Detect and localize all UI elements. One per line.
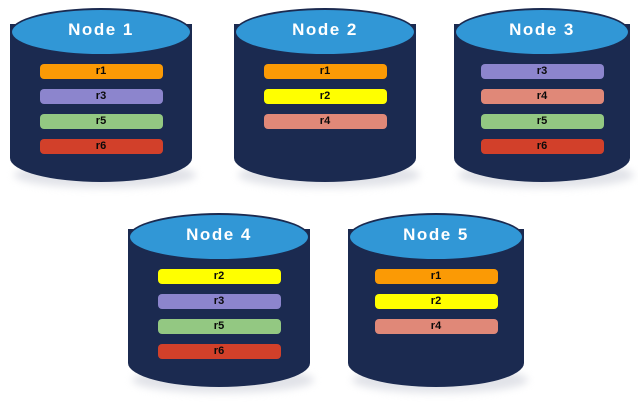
replica-bar[interactable]: r6 (39, 139, 163, 154)
cylinder-top-ellipse (234, 8, 416, 56)
replica-bar[interactable]: r2 (263, 89, 387, 104)
replica-bar[interactable]: r4 (480, 89, 604, 104)
database-node[interactable]: Node 5 r1 r2 r4 (348, 213, 528, 393)
replica-bar[interactable]: r3 (157, 294, 281, 309)
replica-bar[interactable]: r5 (480, 114, 604, 129)
database-node[interactable]: Node 3 r3 r4 r5 r6 (454, 8, 634, 188)
node-title: Node 1 (68, 20, 134, 39)
database-node[interactable]: Node 4 r2 r3 r5 r6 (128, 213, 314, 393)
cylinder-top-ellipse (10, 8, 192, 56)
replica-bar[interactable]: r3 (480, 64, 604, 79)
node-title: Node 5 (403, 225, 469, 244)
replica-bar[interactable]: r6 (480, 139, 604, 154)
cylinder-top-ellipse (454, 8, 630, 56)
cylinder-top-ellipse (348, 213, 524, 261)
replica-list: r1 r3 r5 r6 (10, 64, 192, 164)
replica-bar[interactable]: r5 (39, 114, 163, 129)
node-title: Node 3 (509, 20, 575, 39)
replica-bar[interactable]: r2 (374, 294, 498, 309)
database-node[interactable]: Node 1 r1 r3 r5 r6 (10, 8, 196, 188)
replica-list: r2 r3 r5 r6 (128, 269, 310, 369)
replica-bar[interactable]: r6 (157, 344, 281, 359)
replica-list: r3 r4 r5 r6 (454, 64, 630, 164)
replica-list: r1 r2 r4 (348, 269, 524, 344)
replica-bar[interactable]: r5 (157, 319, 281, 334)
replica-bar[interactable]: r4 (374, 319, 498, 334)
replica-list: r1 r2 r4 (234, 64, 416, 139)
replica-bar[interactable]: r1 (263, 64, 387, 79)
replica-bar[interactable]: r2 (157, 269, 281, 284)
replica-bar[interactable]: r4 (263, 114, 387, 129)
cylinder-top-ellipse (128, 213, 310, 261)
replica-bar[interactable]: r3 (39, 89, 163, 104)
node-title: Node 2 (292, 20, 358, 39)
node-title: Node 4 (186, 225, 252, 244)
database-node[interactable]: Node 2 r1 r2 r4 (234, 8, 420, 188)
replica-bar[interactable]: r1 (374, 269, 498, 284)
replica-bar[interactable]: r1 (39, 64, 163, 79)
